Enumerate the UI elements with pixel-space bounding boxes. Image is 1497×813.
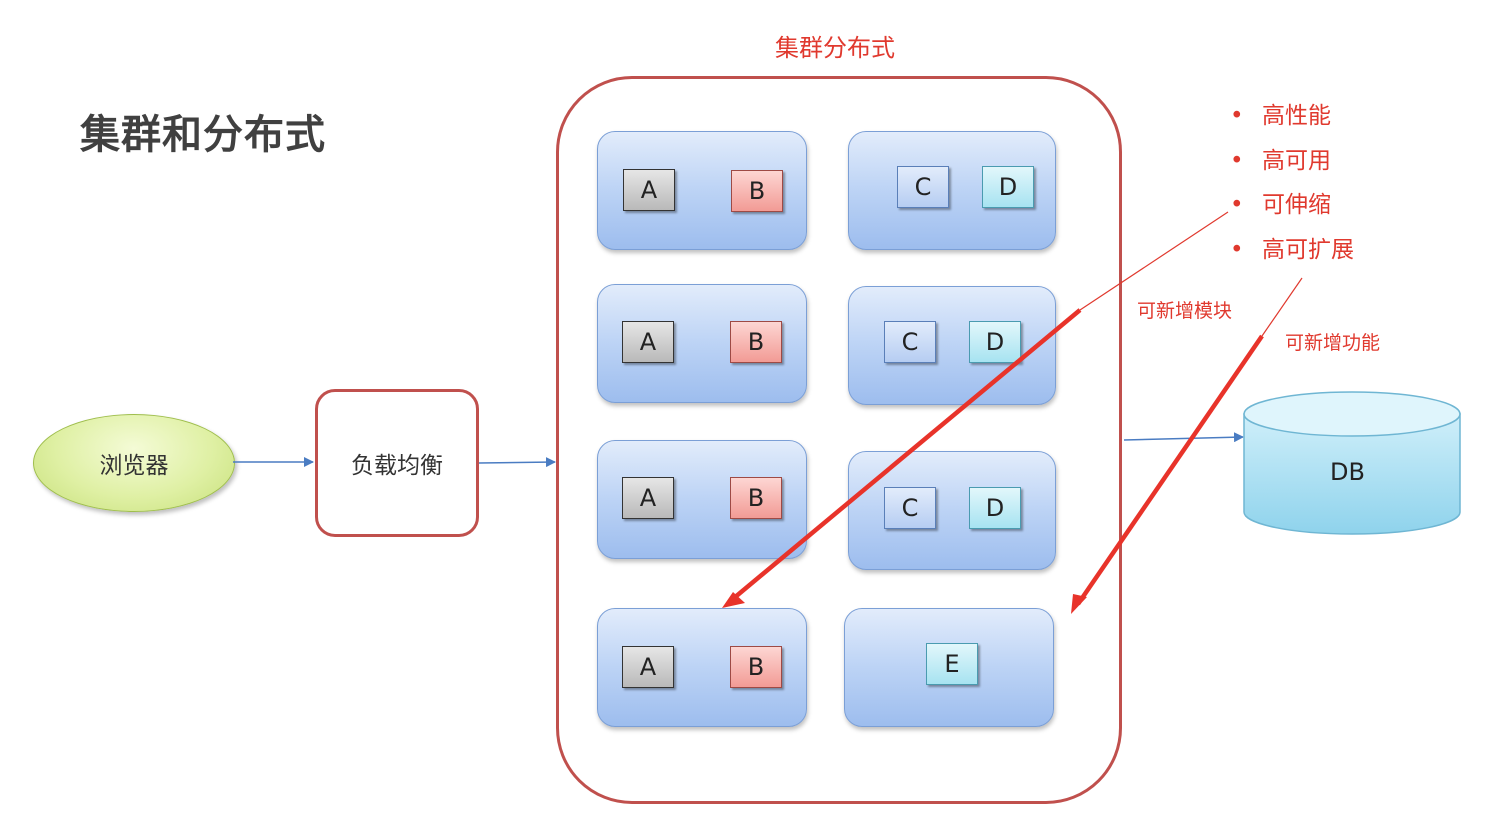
module-c: C — [884, 487, 936, 529]
connector-lb-cluster — [478, 457, 556, 468]
module-a: A — [622, 646, 674, 688]
bullet-icon: • — [1230, 192, 1244, 218]
server-node — [848, 451, 1056, 570]
bullet-icon: • — [1230, 103, 1244, 129]
browser-node: 浏览器 — [33, 414, 235, 512]
module-c: C — [884, 321, 936, 363]
feature-item: •高可用 — [1230, 148, 1331, 174]
connector-cluster-db — [1123, 432, 1244, 443]
load-balancer-label: 负载均衡 — [351, 453, 443, 479]
module-d: D — [969, 321, 1021, 363]
module-d: D — [982, 166, 1034, 208]
feature-item: •高可扩展 — [1230, 237, 1354, 263]
cluster-label: 集群分布式 — [775, 34, 895, 62]
bullet-icon: • — [1230, 148, 1244, 174]
load-balancer-node: 负载均衡 — [315, 389, 479, 537]
module-b: B — [730, 477, 782, 519]
module-a: A — [622, 321, 674, 363]
page-title: 集群和分布式 — [80, 112, 326, 158]
browser-label: 浏览器 — [99, 453, 169, 479]
annotation-add-function: 可新增功能 — [1285, 332, 1381, 354]
module-d: D — [969, 487, 1021, 529]
module-e: E — [926, 643, 978, 685]
module-b: B — [731, 170, 783, 212]
module-c: C — [897, 166, 949, 208]
feature-item: •可伸缩 — [1230, 192, 1331, 218]
module-b: B — [730, 321, 782, 363]
db-label: DB — [1330, 458, 1365, 486]
feature-item: •高性能 — [1230, 103, 1331, 129]
server-node — [848, 286, 1056, 405]
module-a: A — [622, 477, 674, 519]
annotation-add-module: 可新增模块 — [1137, 300, 1233, 322]
bullet-icon: • — [1230, 237, 1244, 263]
module-b: B — [730, 646, 782, 688]
module-a: A — [623, 169, 675, 211]
